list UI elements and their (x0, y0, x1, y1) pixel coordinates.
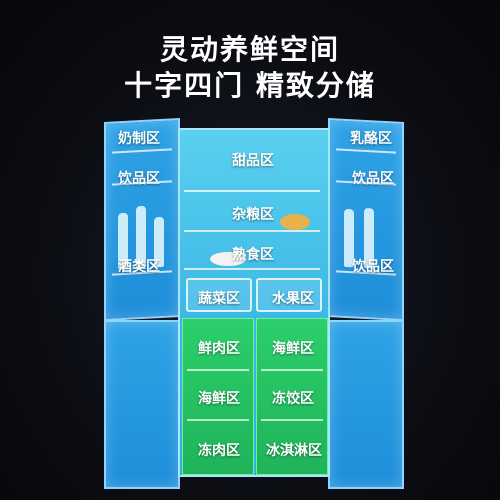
headline-line1: 灵动养鲜空间 (159, 33, 340, 66)
right-upper-door (328, 118, 404, 321)
zone-label: 冻饺区 (272, 391, 314, 407)
right-lower-door (328, 320, 404, 489)
zone-label: 海鲜区 (272, 341, 314, 357)
zone-label: 海鲜区 (198, 391, 240, 407)
zone-label: 冰淇淋区 (266, 443, 322, 459)
freezer-zone-right (256, 318, 328, 475)
crisper-drawer-right (256, 278, 322, 312)
left-lower-door (104, 320, 180, 489)
zone-label: 熟食区 (232, 247, 274, 263)
zone-label: 奶制区 (118, 131, 160, 147)
headline-line2: 十字四门 精致分储 (124, 69, 376, 102)
food-bowl-icon (280, 214, 310, 230)
zone-label: 水果区 (272, 291, 314, 307)
zone-label: 杂粮区 (232, 207, 274, 223)
zone-label: 冻肉区 (198, 443, 240, 459)
food-plate-icon (210, 252, 246, 266)
crisper-drawer-left (186, 278, 252, 312)
zone-label: 酒类区 (118, 259, 160, 275)
freezer-zone-left (182, 318, 254, 475)
left-upper-door (104, 118, 180, 321)
zone-label: 乳酪区 (350, 131, 392, 147)
zone-label: 蔬菜区 (198, 291, 240, 307)
zone-label: 饮品区 (352, 259, 394, 275)
zone-label: 饮品区 (352, 171, 394, 187)
zone-label: 饮品区 (118, 171, 160, 187)
zone-label: 鲜肉区 (198, 341, 240, 357)
zone-label: 甜品区 (232, 153, 274, 169)
